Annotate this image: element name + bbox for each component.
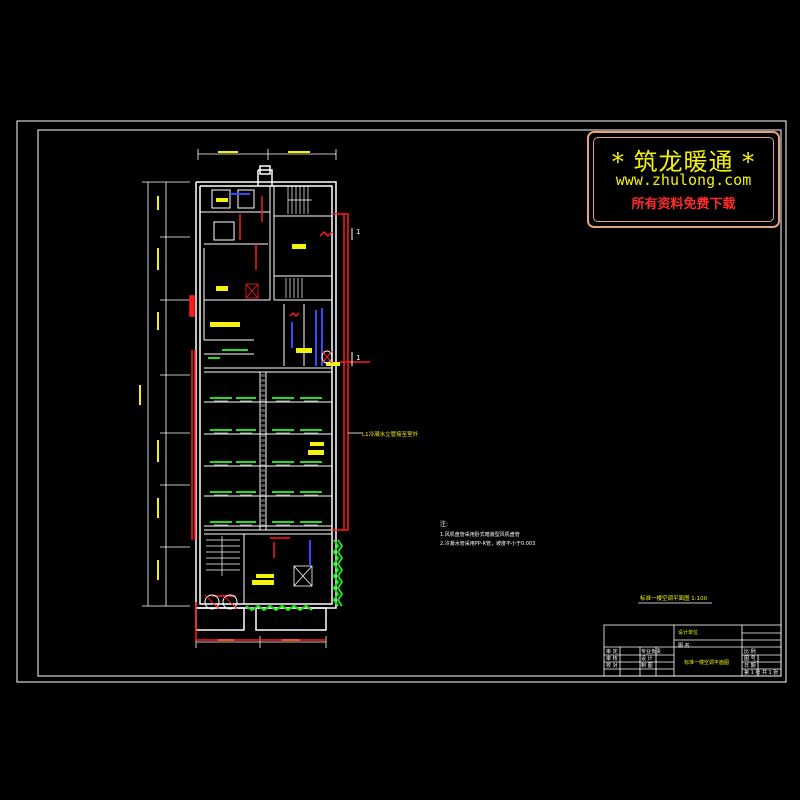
title-block xyxy=(603,624,782,677)
zhulong-watermark: * 筑龙暖通 * www.zhulong.com 所有资料免费下载 xyxy=(587,131,780,228)
stair-bottom xyxy=(206,536,240,576)
inner-frame xyxy=(37,129,782,677)
fan-coil-unit-grid xyxy=(204,374,332,528)
plan-caption-group: 标准一楼空调平面图 1:100 xyxy=(638,594,712,604)
outer-frame xyxy=(16,120,787,683)
tb-right-1: 比 例 xyxy=(744,648,756,655)
riser-label: L1冷凝水立管接至室外 xyxy=(362,430,419,438)
tb-sheet-label: 图 名 xyxy=(678,642,690,649)
tb-row-mid-2: 设 计 xyxy=(641,655,653,662)
interior-walls xyxy=(200,186,332,604)
left-dimension xyxy=(139,181,190,607)
tb-drawing-name: 标准一楼空调平面图 xyxy=(684,659,729,666)
notes-item-2: 2.冷凝水管采用PP-R管，坡度不小于0.003 xyxy=(440,540,535,547)
section-mark: 1 1 xyxy=(351,228,360,366)
tb-row-mid-1: 专业负责 xyxy=(641,648,661,655)
tb-row-left-3: 校 对 xyxy=(606,662,618,669)
watermark-url: www.zhulong.com xyxy=(615,171,752,189)
notes-item-1: 1.风机盘管采用卧式暗装型风机盘管 xyxy=(440,531,520,538)
room-tags xyxy=(210,198,340,585)
tb-row-left-1: 审 定 xyxy=(606,648,618,655)
blue-pipes xyxy=(230,193,323,566)
outdoor-units xyxy=(204,350,333,610)
green-features xyxy=(208,349,344,612)
tb-right-3: 日 期 xyxy=(744,663,756,669)
elevator xyxy=(245,283,313,587)
bottom-dimension xyxy=(195,636,327,648)
watermark-tagline: 所有资料免费下载 xyxy=(631,197,736,212)
stair-top xyxy=(285,186,312,298)
red-ducts xyxy=(189,196,370,641)
floor-plan: 1 1 L1冷凝水立管接至室外 xyxy=(139,149,419,648)
tb-row-mid-3: 制 图 xyxy=(641,662,653,669)
plan-caption: 标准一楼空调平面图 1:100 xyxy=(640,594,708,602)
tb-right-2: 图 号 xyxy=(744,656,756,662)
watermark-title: * 筑龙暖通 * xyxy=(611,148,756,176)
tb-row-left-2: 审 核 xyxy=(606,655,618,662)
notes-heading: 注: xyxy=(440,520,448,528)
title-block-text: 设计单位 图 名 标准一楼空调平面图 审 定 审 核 校 对 专业负责 设 计 … xyxy=(606,629,778,676)
section-mark-bottom: 1 xyxy=(356,354,360,362)
tb-project-label: 设计单位 xyxy=(678,629,698,636)
top-dimension xyxy=(197,149,337,160)
section-mark-top: 1 xyxy=(356,228,360,236)
notes: 注: 1.风机盘管采用卧式暗装型风机盘管 2.冷凝水管采用PP-R管，坡度不小于… xyxy=(440,520,535,547)
watermark-inner-border xyxy=(593,137,774,222)
tb-right-value-3: 第 1 张 共 1 张 xyxy=(744,669,778,676)
